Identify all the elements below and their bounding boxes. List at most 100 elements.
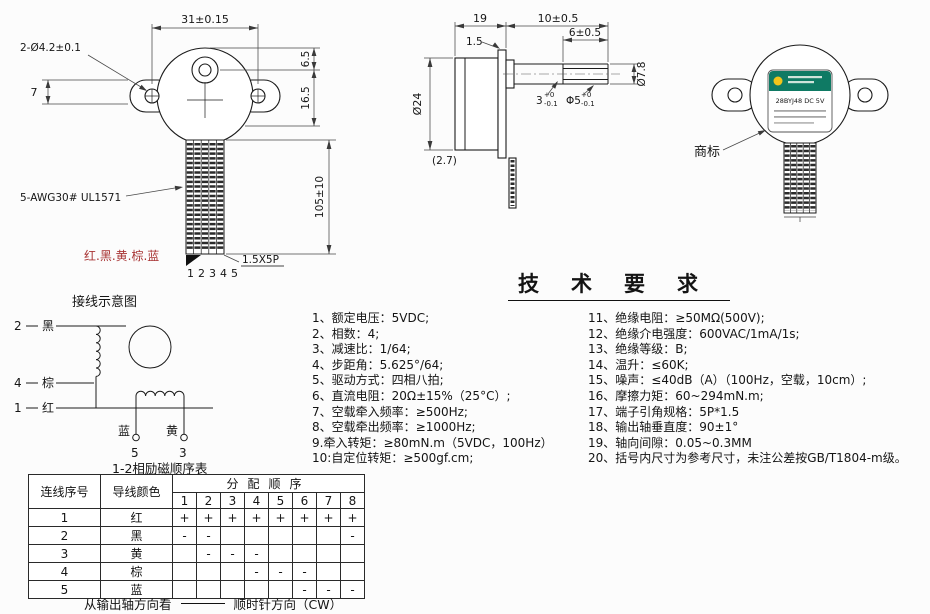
cell-mark: +: [316, 508, 341, 527]
holes-callout-label: 2-Ø4.2±0.1: [20, 42, 81, 54]
tech-item-5: 5、驱动方式：四相八拍;: [312, 373, 444, 388]
dim-flat-tol-lower: -0.1: [544, 100, 558, 108]
wire-numbers-label: 12345: [187, 267, 242, 280]
wiring-lines: [26, 325, 213, 442]
cell-wire-color: 红: [100, 508, 173, 527]
dim-flat-tol-upper: +0: [544, 91, 554, 99]
cell-mark: -: [316, 580, 341, 599]
cell-wire-no: 4: [28, 562, 101, 581]
tech-left-column: 1、额定电压：5VDC; 2、相数：4; 3、减速比：1/64; 4、步距角：5…: [312, 311, 584, 467]
cell-mark: [340, 562, 365, 581]
dim-ear-label: 7: [31, 86, 38, 99]
table-row-red: 1 红 + + + + + + + +: [28, 508, 365, 527]
cell-mark: [268, 526, 293, 545]
step-header: 2: [196, 492, 221, 509]
table-row-blue: 5 蓝 - - -: [28, 580, 365, 599]
tech-item-19: 19、轴向间隙：0.05~0.3MM: [588, 435, 752, 450]
tech-item-18: 18、输出轴垂直度：90±1°: [588, 420, 739, 435]
dim-flat-label: 3: [536, 95, 543, 107]
cell-mark: [172, 562, 197, 581]
header-wire-color: 导线颜色: [100, 474, 173, 509]
front-dimension-arrows: [45, 25, 332, 254]
table-row-yellow: 3 黄 - - -: [28, 544, 365, 563]
shaft-outline: [464, 58, 609, 150]
tech-item-17: 17、端子引角规格：5P*1.5: [588, 404, 740, 419]
cell-mark: -: [196, 526, 221, 545]
dim-boss-dia-label: Ø7.8: [636, 62, 648, 87]
dim-ref-label: (2.7): [432, 155, 457, 167]
tech-item-8: 8、空载牵出频率：≥1000Hz;: [312, 420, 476, 435]
terminal-5-number: 5: [131, 446, 139, 460]
tech-item-7: 7、空载牵入频率：≥500Hz;: [312, 404, 468, 419]
cell-wire-no: 3: [28, 544, 101, 563]
terminal-3-number: 3: [179, 446, 187, 460]
dim-width-label: 31±0.15: [181, 13, 229, 26]
header-sequence: 分配顺序: [172, 474, 365, 493]
footer-direction-text: 顺时针方向（CW）: [233, 597, 343, 612]
trademark-callout: 商标: [694, 145, 720, 160]
cell-mark: [172, 544, 197, 563]
cell-mark: +: [268, 508, 293, 527]
cell-wire-color: 黑: [100, 526, 173, 545]
cell-mark: -: [292, 562, 317, 581]
cell-mark: +: [220, 508, 245, 527]
cell-mark: [316, 526, 341, 545]
label-view-wires: [783, 142, 817, 222]
tech-item-6: 6、直流电阻：20Ω±15%（25°C）;: [312, 388, 511, 403]
cell-wire-no: 5: [28, 580, 101, 599]
cell-mark: [244, 526, 269, 545]
dim-flat-length-label: 6±0.5: [569, 27, 601, 39]
step-header: 6: [292, 492, 317, 509]
cell-mark: [220, 562, 245, 581]
front-view-drawing: 31±0.15 2-Ø4.2±0.1 7 6.5 16.5 105±10 5-A…: [20, 13, 336, 280]
table-row-brown: 4 棕 - - -: [28, 562, 365, 581]
cell-mark: [340, 544, 365, 563]
table-row-black: 2 黑 - - -: [28, 526, 365, 545]
terminal-4-number: 4: [14, 376, 22, 390]
wiring-title: 接线示意图: [72, 294, 137, 310]
cell-mark: [220, 526, 245, 545]
tech-item-9: 9.牵入转矩：≥80mN.m（5VDC，100Hz）: [312, 435, 553, 450]
cell-wire-no: 1: [28, 508, 101, 527]
cell-mark: +: [340, 508, 365, 527]
cell-mark: [292, 544, 317, 563]
cell-mark: -: [220, 544, 245, 563]
connector-spec-label: 1.5X5P: [242, 254, 279, 266]
dim-body-dia-label: Ø24: [411, 93, 424, 116]
cell-mark: -: [244, 562, 269, 581]
rotor-circle: [128, 325, 172, 369]
cell-mark: +: [244, 508, 269, 527]
terminal-4-color: 棕: [42, 375, 54, 390]
tech-item-2: 2、相数：4;: [312, 326, 380, 341]
tech-item-11: 11、绝缘电阻：≥50MΩ(500V);: [588, 311, 765, 325]
cell-mark: -: [340, 580, 365, 599]
horizontal-coil: [135, 390, 185, 397]
cell-mark: +: [292, 508, 317, 527]
trademark-leader-arrow: [757, 130, 766, 136]
dim-top-to-shaft-label: 6.5: [300, 51, 312, 68]
crimp-wedge: [186, 255, 201, 266]
cell-mark: [196, 562, 221, 581]
vertical-coil: [95, 325, 101, 377]
step-header: 1: [172, 492, 197, 509]
technical-requirements: 技术要求 1、额定电压：5VDC; 2、相数：4; 3、减速比：1/64; 4、…: [312, 268, 926, 467]
dim-shaft-tol-upper: +0: [581, 91, 591, 99]
tech-item-10: 10:自定位转矩：≥500gf.cm;: [312, 451, 474, 466]
terminal-1-number: 1: [14, 401, 22, 415]
cell-mark: [316, 562, 341, 581]
cell-mark: +: [172, 508, 197, 527]
label-model-text: 28BYJ48 DC 5V: [776, 97, 825, 105]
tech-item-1: 1、额定电压：5VDC;: [312, 311, 430, 325]
terminal-3-color: 黄: [166, 424, 178, 438]
cell-mark: -: [340, 526, 365, 545]
side-dimension-arrows: [427, 23, 637, 150]
terminal-2-number: 2: [14, 319, 22, 333]
step-header: 8: [340, 492, 365, 509]
dim-shaft-dia-label: Φ5: [566, 95, 581, 107]
footer-divider-line: [180, 603, 225, 604]
brand-logo-icon: [773, 76, 783, 86]
cell-mark: -: [244, 544, 269, 563]
tech-item-12: 12、绝缘介电强度：600VAC/1mA/1s;: [588, 326, 800, 341]
side-view-drawing: 19 10±0.5 1.5 6±0.5 Ø24 Ø7.8 3 +0 -0.1 Φ…: [411, 12, 648, 209]
